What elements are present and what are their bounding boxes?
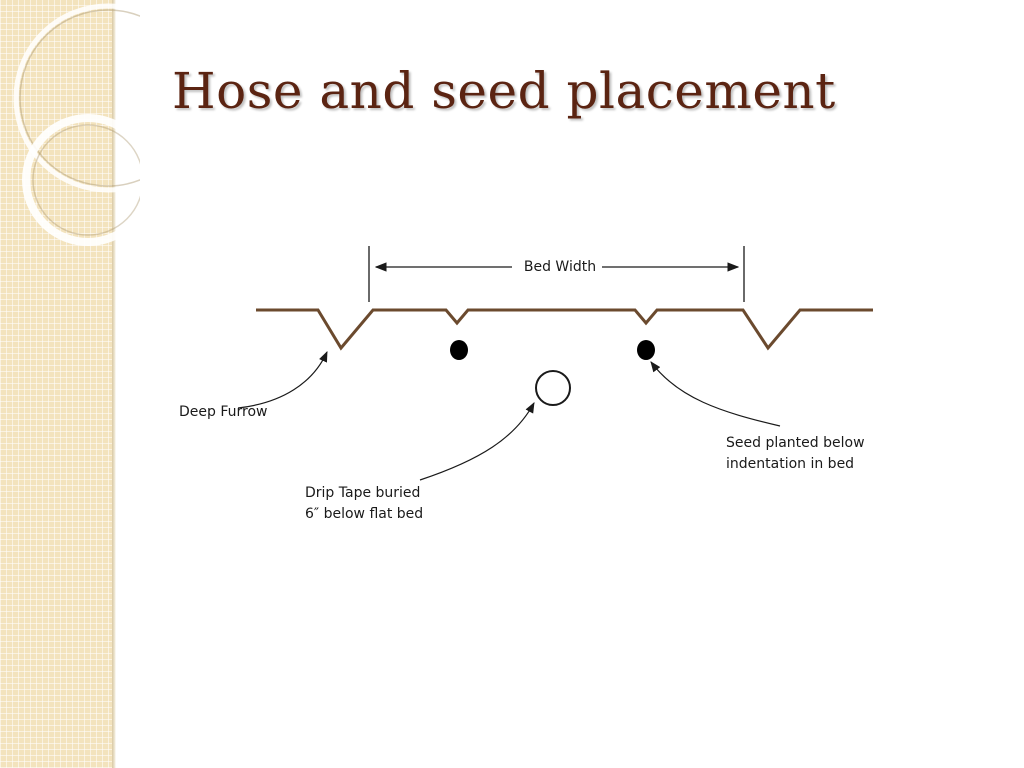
- soil-surface-line: [256, 308, 873, 351]
- drip-tape-circle: [535, 370, 571, 406]
- deep-furrow-label: Deep Furrow: [179, 404, 267, 420]
- seed-left: [450, 340, 468, 360]
- bed-width-label: Bed Width: [524, 259, 596, 275]
- decorative-rings-icon: [13, 3, 140, 246]
- drip-tape-label-line2: 6″ below flat bed: [305, 506, 423, 522]
- seed-label-line1: Seed planted below: [726, 435, 865, 451]
- slide-title: Hose and seed placement: [172, 62, 836, 120]
- drip-tape-label-line1: Drip Tape buried: [305, 485, 420, 501]
- seed-leader-arrow: [650, 361, 781, 427]
- seed-label-line2: indentation in bed: [726, 456, 854, 472]
- side-panel-edge: [112, 0, 116, 768]
- seed-right: [637, 340, 655, 360]
- deep-furrow-leader-arrow: [237, 351, 328, 409]
- drip-tape-leader-arrow: [419, 402, 535, 481]
